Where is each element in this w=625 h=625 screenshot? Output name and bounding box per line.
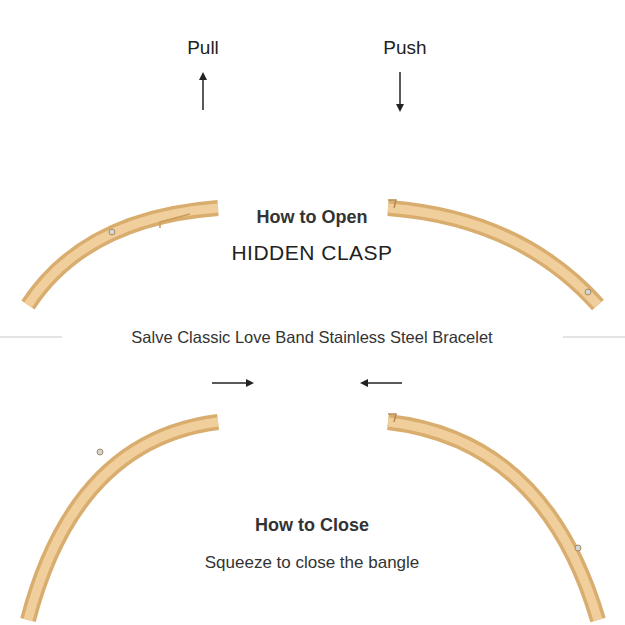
bangle-half — [388, 414, 598, 620]
direction-label: Push — [383, 37, 426, 59]
product-name: Salve Classic Love Band Stainless Steel … — [127, 328, 496, 347]
bangle-half — [388, 200, 598, 305]
divider-line — [0, 337, 62, 338]
section-heading: How to Close — [255, 515, 369, 536]
direction-label: Pull — [187, 37, 219, 59]
push-arrow — [399, 72, 401, 110]
instruction-text: Squeeze to close the bangle — [205, 553, 420, 573]
bangle-half — [28, 422, 218, 620]
squeeze-arrow — [212, 382, 252, 384]
divider-line — [563, 337, 625, 338]
bangle-half — [28, 208, 218, 305]
section-subheading: HIDDEN CLASP — [231, 241, 392, 265]
squeeze-arrow — [362, 382, 402, 384]
section-heading: How to Open — [257, 207, 368, 228]
pull-arrow — [202, 74, 204, 110]
